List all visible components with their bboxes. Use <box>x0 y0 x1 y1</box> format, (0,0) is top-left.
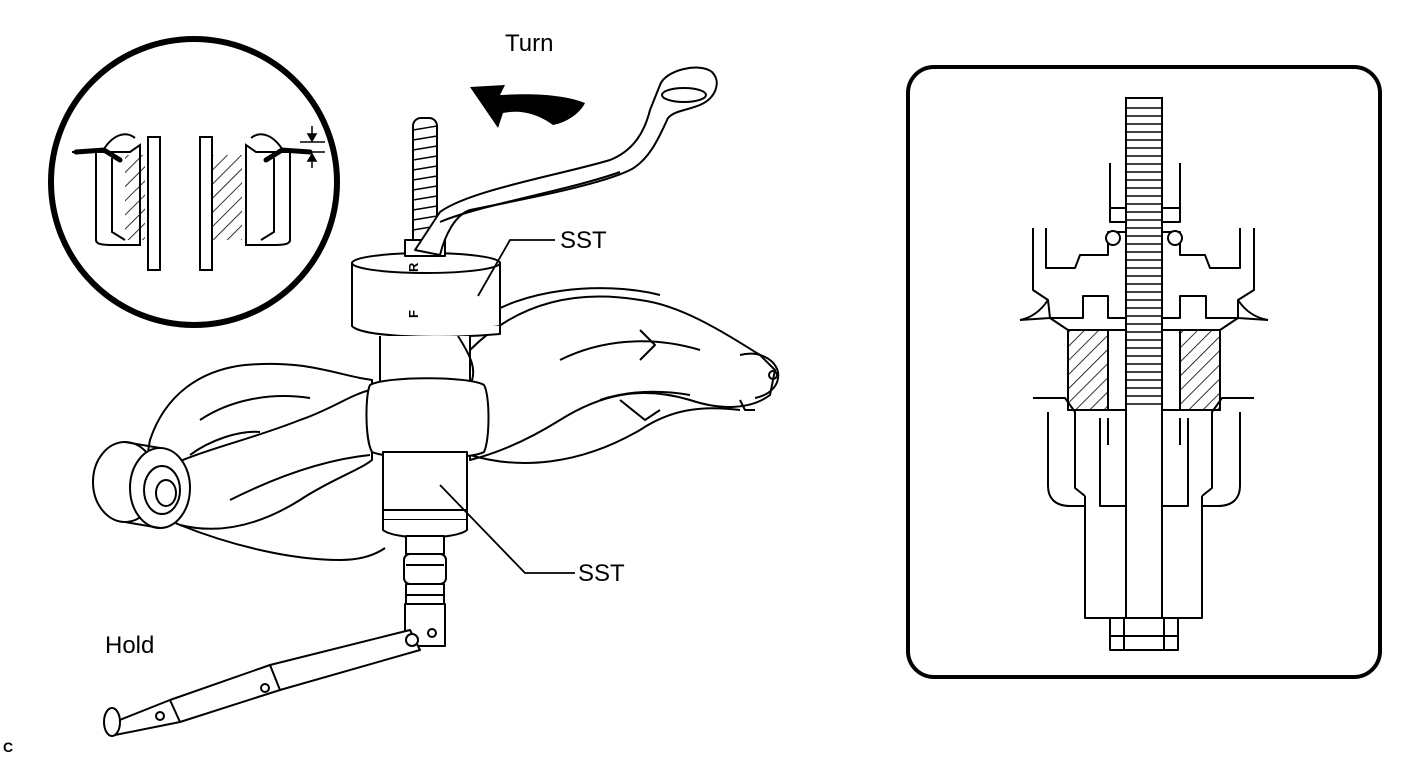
tool-mark-f: F <box>406 310 421 318</box>
turn-arrow <box>470 85 585 128</box>
bearing-balls <box>1105 230 1183 246</box>
corner-code-label: C <box>3 739 14 755</box>
sst-press-tool <box>351 117 501 647</box>
leader-lines <box>439 239 575 574</box>
tool-mark-r: R <box>406 262 421 272</box>
sst-upper-label: SST <box>560 227 607 254</box>
holding-wrench <box>103 629 421 737</box>
rod-threads <box>412 125 438 231</box>
turning-wrench <box>414 66 718 256</box>
hold-label: Hold <box>105 632 155 659</box>
section-rod-threads <box>1126 107 1162 405</box>
section-view <box>906 65 1382 679</box>
sst-lower-label: SST <box>578 560 625 587</box>
detail-circle <box>48 36 340 328</box>
turn-label: Turn <box>505 30 554 57</box>
